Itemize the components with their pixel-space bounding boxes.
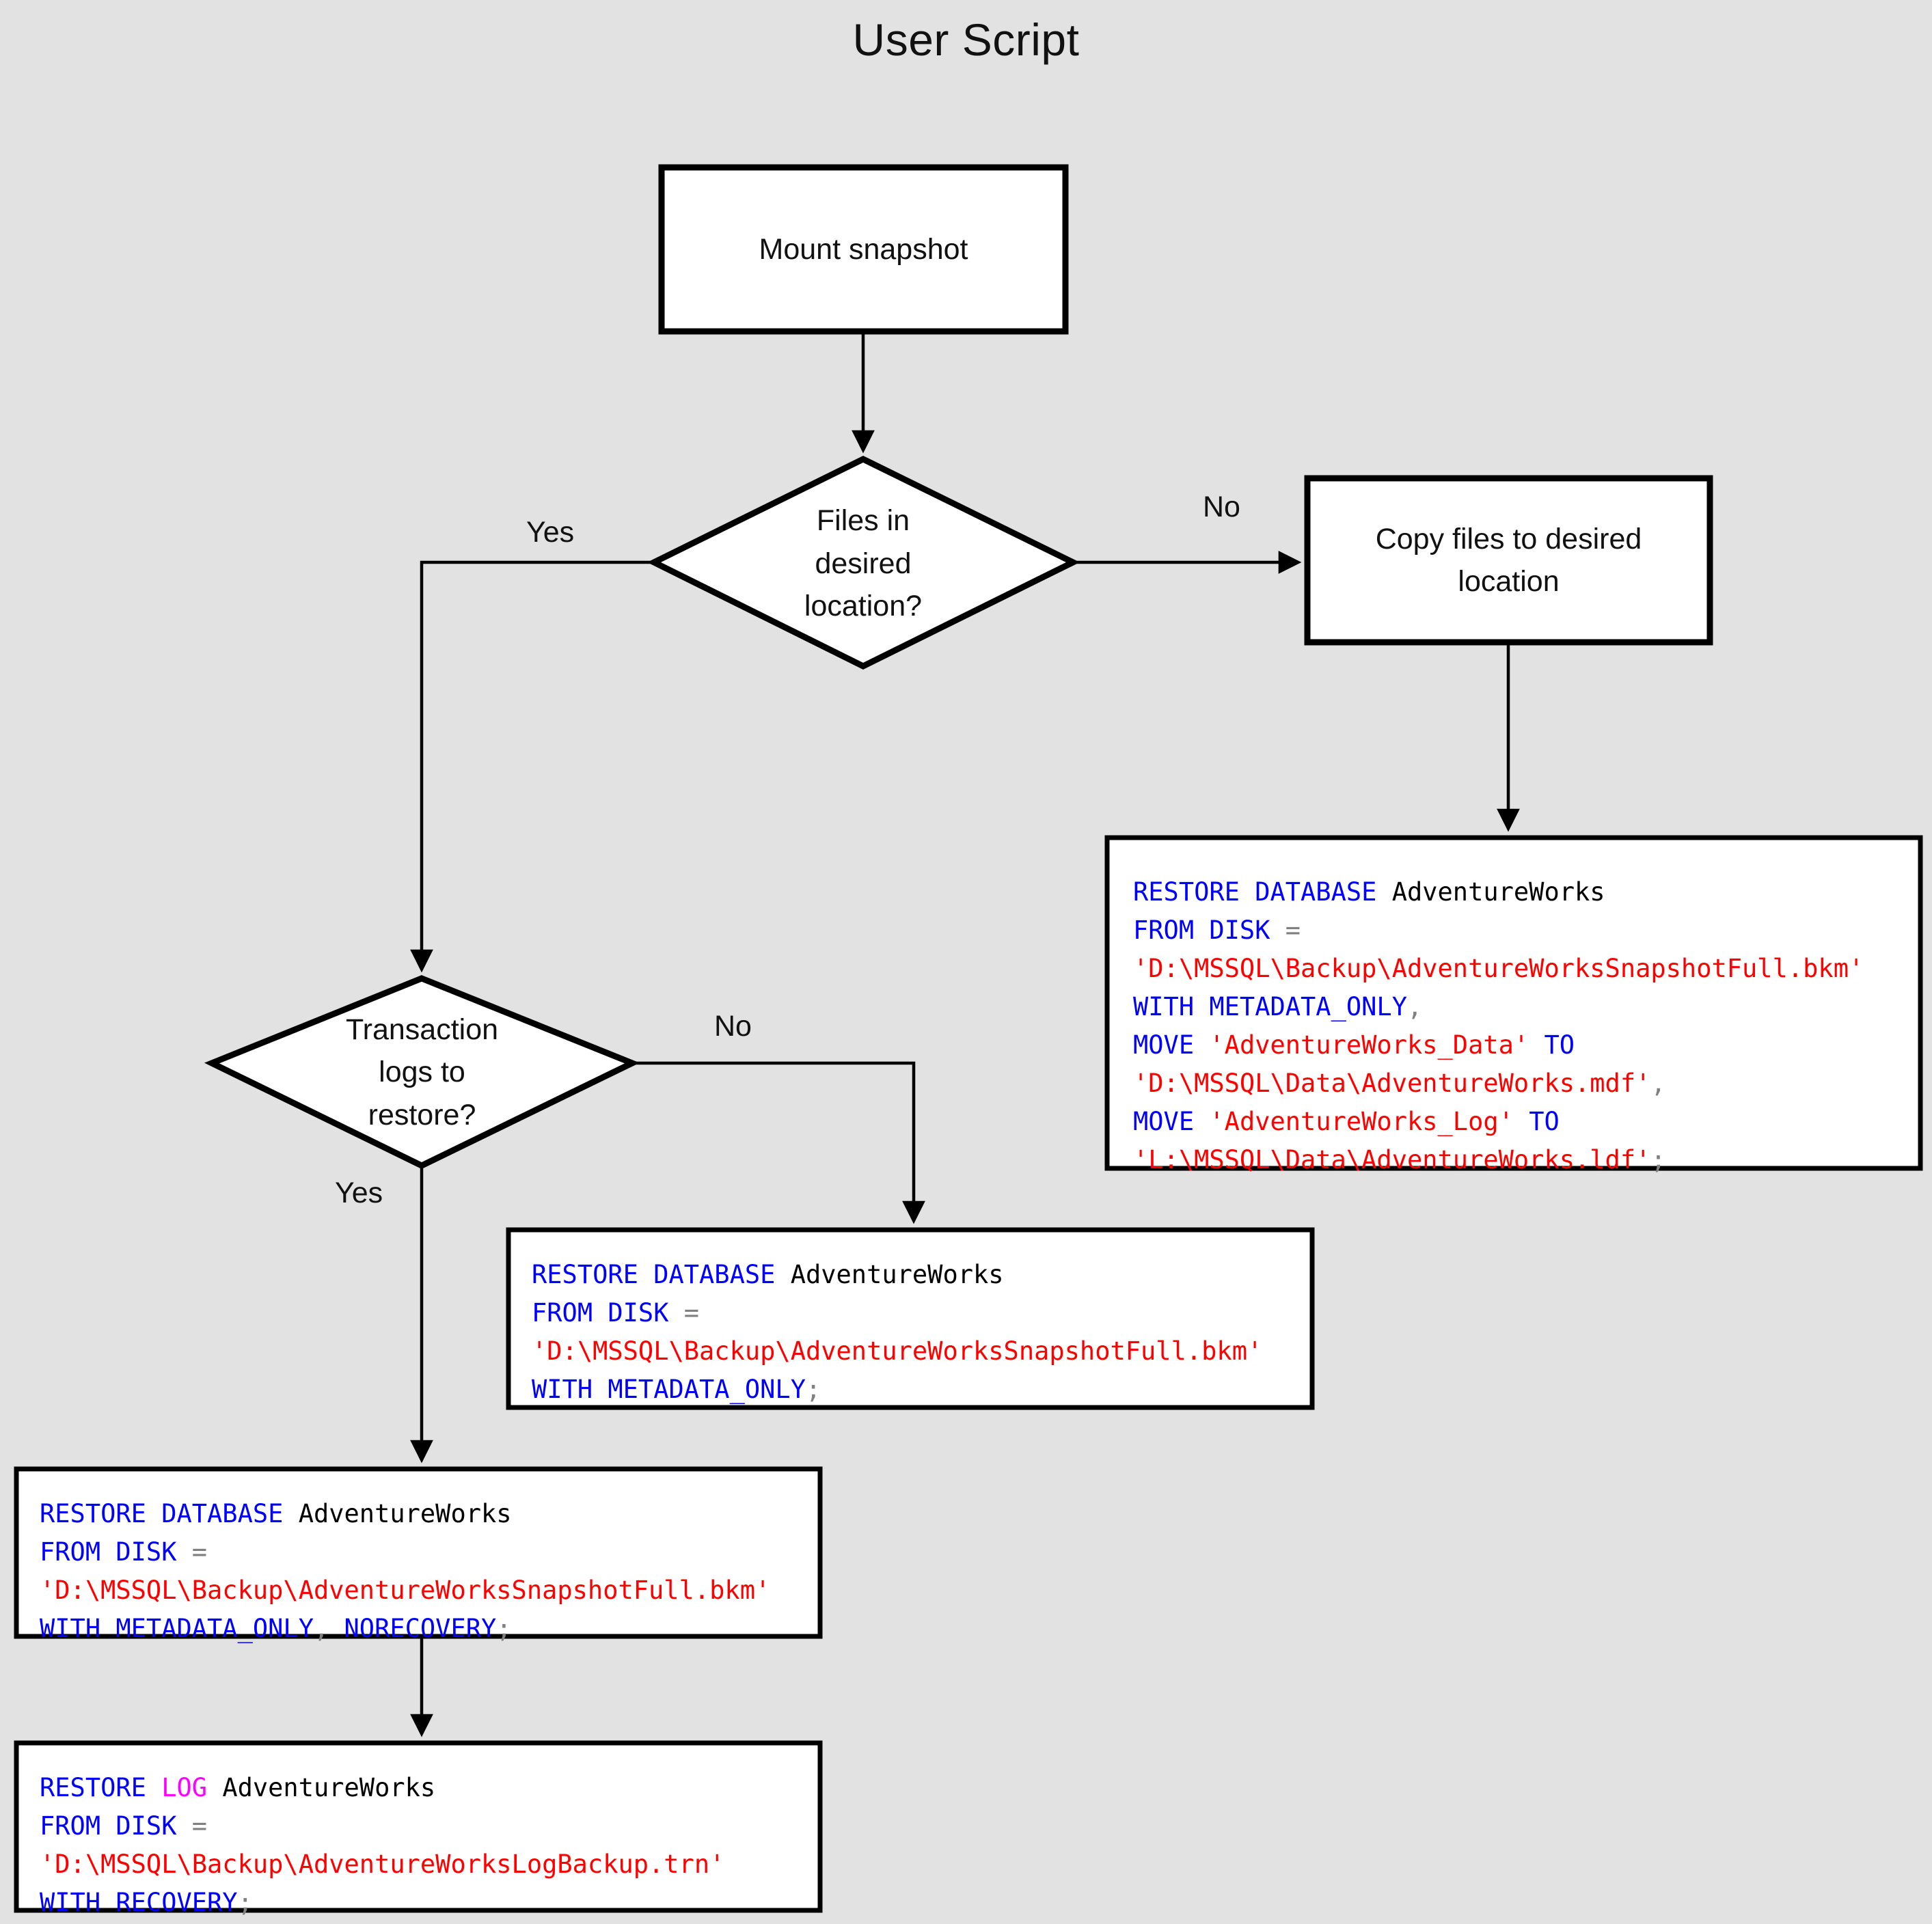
code-line: 'L:\MSSQL\Data\AdventureWorks.ldf'; [1133, 1141, 1864, 1179]
code-block-restore-with-move-shape[interactable] [1104, 835, 1923, 1171]
code-token: FROM DISK [1133, 916, 1285, 946]
code-line: WITH METADATA_ONLY, [1133, 988, 1864, 1026]
code-token: RESTORE DATABASE [40, 1499, 299, 1528]
code-token: WITH METADATA_ONLY [1133, 992, 1407, 1022]
code-token: = [191, 1811, 208, 1841]
code-token: 'D:\MSSQL\Data\AdventureWorks.mdf' [1133, 1069, 1651, 1099]
edge-files-decision-yes-to-logs-decision [410, 560, 654, 973]
code-line: 'D:\MSSQL\Backup\AdventureWorksLogBackup… [40, 1845, 724, 1884]
code-line: 'D:\MSSQL\Backup\AdventureWorksSnapshotF… [532, 1332, 1262, 1371]
code-token: ; [1650, 1145, 1666, 1175]
code-token: RESTORE DATABASE [1133, 877, 1392, 907]
code-token: TO [1529, 1030, 1575, 1060]
edge-label-logs-yes: Yes [335, 1177, 383, 1209]
code-token: 'D:\MSSQL\Backup\AdventureWorksLogBackup… [40, 1850, 725, 1880]
code-block-restore-metadata-only-shape[interactable] [506, 1227, 1315, 1410]
node-transaction-logs-shape[interactable] [204, 975, 640, 1170]
edge-label-files-no: No [1203, 491, 1240, 523]
code-token: 'L:\MSSQL\Data\AdventureWorks.ldf' [1133, 1145, 1651, 1175]
code-token: , [1406, 992, 1423, 1022]
code-line: MOVE 'AdventureWorks_Log' TO [1133, 1103, 1864, 1141]
code-line: WITH RECOVERY; [40, 1884, 724, 1922]
code-line: 'D:\MSSQL\Backup\AdventureWorksSnapshotF… [1133, 950, 1864, 988]
code-token: WITH METADATA_ONLY [532, 1375, 806, 1405]
code-token: 'D:\MSSQL\Backup\AdventureWorksSnapshotF… [40, 1576, 771, 1606]
code-line: MOVE 'AdventureWorks_Data' TO [1133, 1026, 1864, 1064]
code-line: WITH METADATA_ONLY, NORECOVERY; [40, 1610, 770, 1648]
code-token: 'D:\MSSQL\Backup\AdventureWorksSnapshotF… [1133, 954, 1864, 984]
node-mount-snapshot-shape[interactable] [658, 164, 1069, 335]
code-token: MOVE [1133, 1107, 1210, 1137]
code-token: AdventureWorks [222, 1773, 436, 1802]
code-token [207, 1773, 222, 1802]
node-copy-files-shape[interactable] [1304, 475, 1713, 646]
code-token: , [1650, 1069, 1666, 1099]
code-token: , [313, 1614, 329, 1644]
code-line: FROM DISK = [40, 1533, 770, 1571]
code-token: AdventureWorks [1391, 877, 1605, 907]
code-line: RESTORE DATABASE AdventureWorks [532, 1256, 1262, 1294]
code-token: ; [237, 1888, 253, 1918]
code-token: 'AdventureWorks_Log' [1209, 1107, 1514, 1137]
code-line: RESTORE DATABASE AdventureWorks [40, 1495, 770, 1533]
code-token: LOG [161, 1773, 208, 1802]
code-token: FROM DISK [40, 1811, 192, 1841]
code-token: ; [805, 1375, 821, 1405]
code-token: AdventureWorks [790, 1260, 1004, 1289]
code-token: WITH METADATA_ONLY [40, 1614, 314, 1644]
node-files-in-desired-location-shape[interactable] [647, 455, 1080, 670]
code-line: 'D:\MSSQL\Backup\AdventureWorksSnapshotF… [40, 1571, 770, 1610]
code-token: = [683, 1298, 700, 1328]
code-token: 'AdventureWorks_Data' [1209, 1030, 1529, 1060]
code-token: NORECOVERY [329, 1614, 497, 1644]
code-token: RESTORE DATABASE [532, 1260, 791, 1289]
code-token: WITH RECOVERY [40, 1888, 238, 1918]
code-token: FROM DISK [532, 1298, 684, 1328]
edge-label-files-yes: Yes [526, 516, 575, 549]
code-token: = [1285, 916, 1301, 946]
code-line: WITH METADATA_ONLY; [532, 1371, 1262, 1409]
code-block-restore-log-shape[interactable] [14, 1740, 823, 1913]
code-line: RESTORE DATABASE AdventureWorks [1133, 873, 1864, 911]
code-line: FROM DISK = [1133, 911, 1864, 950]
code-line: FROM DISK = [532, 1294, 1262, 1332]
code-token: AdventureWorks [298, 1499, 512, 1528]
code-token: ; [496, 1614, 512, 1644]
code-token: FROM DISK [40, 1537, 192, 1567]
code-line: RESTORE LOG AdventureWorks [40, 1769, 724, 1807]
code-token: RESTORE [40, 1773, 162, 1802]
code-block-restore-norecovery-shape[interactable] [14, 1466, 823, 1639]
code-token: 'D:\MSSQL\Backup\AdventureWorksSnapshotF… [532, 1336, 1263, 1366]
code-line: FROM DISK = [40, 1807, 724, 1845]
code-line: 'D:\MSSQL\Data\AdventureWorks.mdf', [1133, 1064, 1864, 1103]
edge-logs-decision-no-to-restore-metadata-only [632, 1061, 925, 1224]
code-token: MOVE [1133, 1030, 1210, 1060]
edge-label-logs-no: No [714, 1010, 752, 1043]
page-title: User Script [852, 14, 1080, 65]
code-token: TO [1513, 1107, 1560, 1137]
code-token: = [191, 1537, 208, 1567]
